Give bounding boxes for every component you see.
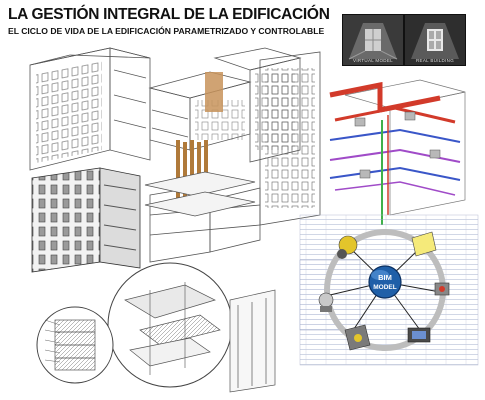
poster-title: LA GESTIÓN INTEGRAL DE LA EDIFICACIÓN: [8, 6, 330, 23]
bim-hub-label-line1: BIM: [378, 273, 392, 282]
bim-model-hub: BIM MODEL: [368, 265, 402, 299]
maintenance-stage-icon: [344, 324, 371, 351]
construction-stage-icon: [434, 282, 450, 296]
design-stage-icon: [337, 235, 358, 259]
virtual-model-caption: VIRTUAL MODEL: [353, 58, 393, 63]
mep-services-model: [329, 79, 466, 225]
floor-slabs: [144, 171, 256, 217]
virtual-model-thumbnail: VIRTUAL MODEL: [342, 14, 404, 66]
facade-elevation: [31, 167, 141, 273]
detail-callout-interior: [229, 289, 276, 393]
poster-subtitle: EL CICLO DE VIDA DE LA EDIFICACIÓN PARAM…: [8, 26, 325, 36]
exploded-building-right: [149, 51, 321, 263]
real-building-thumbnail: REAL BUILDING: [404, 14, 466, 66]
detail-callout-section: [36, 306, 114, 384]
real-building-photo: [405, 15, 465, 65]
bim-lifecycle-diagram: BIM MODEL: [299, 214, 479, 366]
operation-stage-icon: [407, 327, 431, 343]
real-building-caption: REAL BUILDING: [416, 58, 454, 63]
renovation-stage-icon: [318, 292, 334, 312]
annotation-leaders: [44, 319, 61, 363]
analysis-stage-icon: [411, 231, 437, 257]
exploded-building-left: [29, 47, 151, 171]
bim-hub-label-line2: MODEL: [373, 284, 397, 291]
virtual-model-render: [343, 15, 403, 65]
detail-callout-stairs: [107, 262, 233, 388]
